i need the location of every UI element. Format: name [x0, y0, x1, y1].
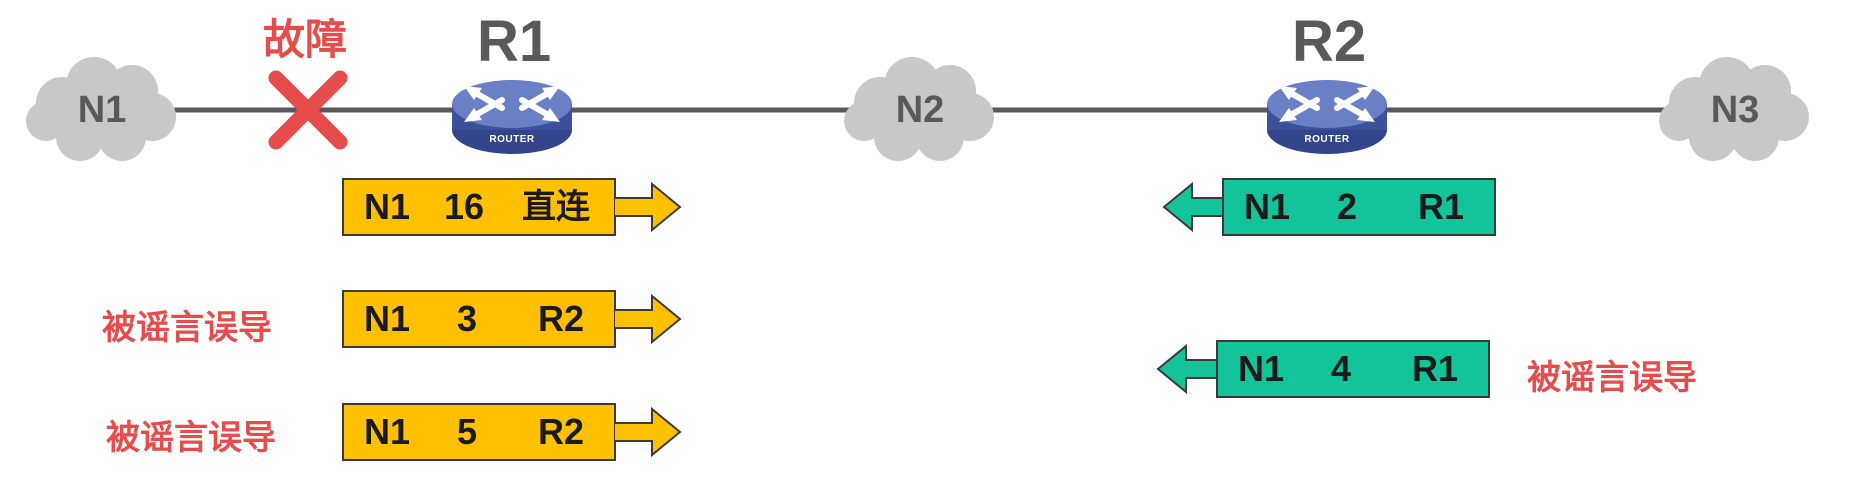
- r2-message-2: N1 4 R1: [1152, 340, 1492, 398]
- r1-message-1: N1 16 直连: [342, 178, 682, 236]
- arrow-right-icon: [614, 406, 682, 458]
- network-cloud-n2: N2: [840, 55, 1000, 165]
- next-hop-cell: R2: [538, 411, 585, 452]
- router-name-r1: R1: [477, 9, 552, 74]
- rumor-annotation: 被谣言误导: [102, 308, 272, 348]
- r1-message-2: N1 3 R2: [342, 290, 682, 348]
- distance-cell: 4: [1331, 348, 1352, 389]
- message-box: N1 4 R1: [1216, 340, 1490, 398]
- network-label: N2: [895, 88, 945, 131]
- router-icon: [452, 80, 572, 154]
- network-cloud-n1: N1: [22, 55, 182, 165]
- router-r2: ROUTER: [1265, 68, 1389, 158]
- message-box: N1 2 R1: [1222, 178, 1496, 236]
- arrow-right-icon: [614, 293, 682, 345]
- red-x-icon: [268, 70, 348, 150]
- network-label: N3: [1710, 88, 1760, 131]
- router-device-text: ROUTER: [489, 134, 535, 145]
- r1-message-3: N1 5 R2: [342, 403, 682, 461]
- next-hop-cell: R1: [1412, 348, 1459, 389]
- arrow-left-icon: [1162, 181, 1230, 233]
- distance-cell: 16: [444, 186, 485, 227]
- cloud-icon: [26, 57, 176, 161]
- arrow-right-icon: [614, 181, 682, 233]
- network-label: N1: [77, 88, 127, 131]
- router-name-r2: R2: [1292, 9, 1367, 74]
- cloud-icon: [1659, 57, 1809, 161]
- network-cell: N1: [364, 186, 411, 227]
- router-icon: [1267, 80, 1387, 154]
- fault-label: 故障: [263, 15, 348, 64]
- next-hop-cell: 直连: [522, 187, 590, 227]
- network-cloud-n3: N3: [1655, 55, 1815, 165]
- message-box: N1 16 直连: [342, 178, 616, 236]
- network-cell: N1: [1238, 348, 1285, 389]
- next-hop-cell: R1: [1418, 186, 1465, 227]
- router-device-text: ROUTER: [1304, 134, 1350, 145]
- network-cell: N1: [364, 411, 411, 452]
- rumor-annotation: 被谣言误导: [1527, 358, 1697, 398]
- distance-cell: 2: [1337, 186, 1358, 227]
- arrow-left-icon: [1156, 343, 1224, 395]
- distance-cell: 3: [457, 298, 478, 339]
- network-cell: N1: [364, 298, 411, 339]
- router-r1: ROUTER: [450, 68, 574, 158]
- network-cell: N1: [1244, 186, 1291, 227]
- rumor-annotation: 被谣言误导: [106, 418, 276, 458]
- distance-cell: 5: [457, 411, 478, 452]
- r2-message-1: N1 2 R1: [1158, 178, 1498, 236]
- message-box: N1 3 R2: [342, 290, 616, 348]
- cloud-icon: [844, 57, 994, 161]
- next-hop-cell: R2: [538, 298, 585, 339]
- message-box: N1 5 R2: [342, 403, 616, 461]
